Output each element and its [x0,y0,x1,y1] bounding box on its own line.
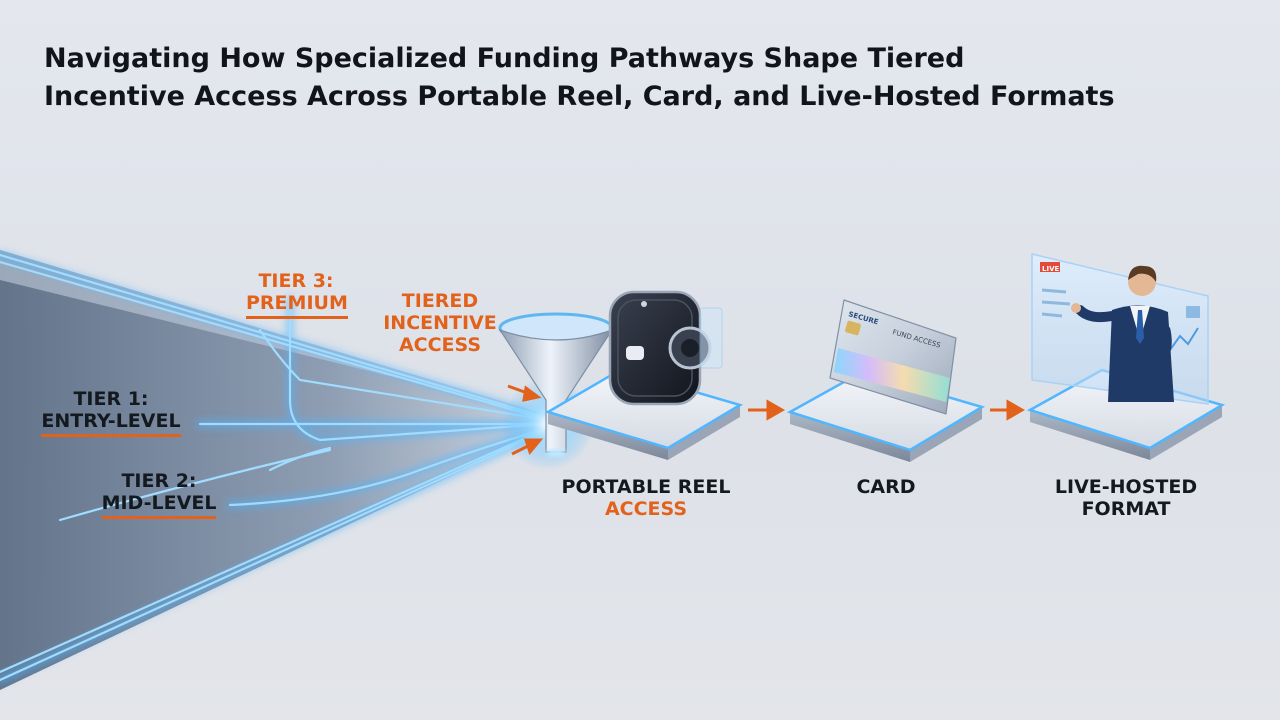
glow-pathways [0,251,552,684]
card-format-label: CARD [836,476,936,498]
reel-format-line-1: PORTABLE REEL [561,476,731,498]
tier2-title: TIER 2: [121,470,197,492]
reel-format-label: PORTABLE REEL ACCESS [556,476,736,520]
tier2-name: MID-LEVEL [101,492,217,519]
page-title: Navigating How Specialized Funding Pathw… [44,40,1224,116]
platform-reel [544,368,744,460]
card-icon: SECURE FUND ACCESS [829,299,957,415]
portable-reel-device-icon [608,290,723,406]
platform-card [786,370,986,462]
flow-arrow-2 [990,399,1026,421]
tier1-label: TIER 1: ENTRY-LEVEL [36,388,186,437]
reel-format-line-2: ACCESS [604,498,688,520]
flow-arrow-1 [748,399,786,421]
tier1-name: ENTRY-LEVEL [41,410,181,437]
title-line-1: Navigating How Specialized Funding Pathw… [44,43,965,74]
tier3-label: TIER 3: PREMIUM [246,270,348,319]
input-arrows [507,384,544,456]
card-format-line-1: CARD [856,476,916,498]
tier3-title: TIER 3: [258,270,334,292]
live-badge: LIVE [1042,265,1059,273]
live-format-line-1: LIVE-HOSTED [1054,476,1198,498]
live-format-line-2: FORMAT [1081,498,1171,520]
presenter-icon [1071,265,1174,402]
funnel-label-line-3: ACCESS [398,334,482,356]
pathway-slab [0,250,548,690]
tier3-name: PREMIUM [246,292,348,319]
platform-live [1026,368,1226,460]
funnel-label: TIERED INCENTIVE ACCESS [378,290,502,356]
tier2-label: TIER 2: MID-LEVEL [96,470,222,519]
tier1-title: TIER 1: [73,388,149,410]
live-format-label: LIVE-HOSTED FORMAT [1046,476,1206,520]
funnel-label-line-1: TIERED [401,290,479,312]
title-line-2: Incentive Access Across Portable Reel, C… [44,81,1115,112]
funnel-label-line-2: INCENTIVE [383,312,497,334]
